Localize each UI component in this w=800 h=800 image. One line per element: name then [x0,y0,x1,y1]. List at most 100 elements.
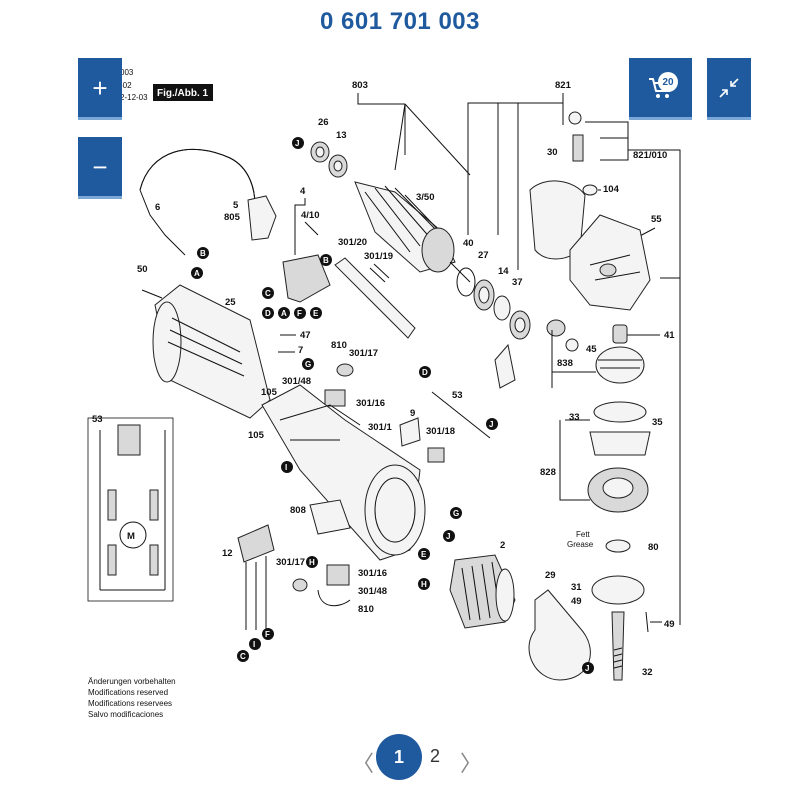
bevel-gear [595,346,645,384]
marker-B2 [320,254,332,266]
marker-J2 [486,418,498,430]
next-page-button[interactable]: 〉 [460,751,483,776]
label-plate-9 [399,417,421,447]
marker-J3 [443,530,455,542]
part-label-55: 55 [651,214,662,225]
part-label-301-19: 301/19 [364,251,393,262]
svg-text:H: H [421,580,427,589]
part-label-821-010: 821/010 [633,150,667,161]
part-label-810a: 810 [331,340,347,351]
svg-text:D: D [265,309,271,318]
minus-icon: − [92,151,108,182]
part-label-31: 31 [571,582,582,593]
part-label-105b: 105 [248,430,265,441]
part-label-41: 41 [664,330,675,341]
part-label-104: 104 [603,184,620,195]
marker-A [191,267,203,279]
spring-clip [494,343,516,389]
stamp-line-1: 003 [120,68,134,77]
part-label-37: 37 [512,277,523,288]
part-label-808: 808 [290,505,306,516]
felt-ring-80 [605,539,631,553]
part-label-12: 12 [222,548,233,559]
part-label-49b: 49 [664,619,675,630]
collapse-icon [719,77,739,98]
part-label-4: 4 [300,186,306,197]
part-label-5: 5 [233,200,239,211]
svg-text:A: A [281,309,287,318]
leader-828 [559,419,590,501]
guard-29 [528,589,591,681]
svg-text:I: I [253,640,255,649]
suppressor-wires [245,556,267,630]
field-coil-2 [449,554,516,629]
rear-housing-25 [152,284,271,419]
part-label-30: 30 [547,147,558,158]
svg-text:D: D [422,368,428,377]
label-808 [309,499,351,535]
part-label-25: 25 [225,297,236,308]
marker-C [262,287,274,299]
note-line-4: Salvo modificaciones [88,710,163,719]
marker-A2 [278,307,290,319]
svg-text:F: F [297,309,302,318]
part-label-828: 828 [540,467,556,478]
part-label-810b: 810 [358,604,374,615]
screw-50 [141,289,163,299]
part-301-17b [292,578,308,592]
marker-F [294,307,306,319]
switch-301-16a [324,389,346,407]
plus-icon: + [92,72,108,103]
marker-G2 [450,507,462,519]
spring-301-19 [369,263,390,283]
zoom-out-button[interactable]: − [78,137,122,199]
part-label-301-48b: 301/48 [358,586,387,597]
part-label-26: 26 [318,117,329,128]
wire-810b [317,589,351,607]
svg-text:E: E [421,550,427,559]
part-label-4-10: 4/10 [301,210,320,221]
part-label-45: 45 [586,344,597,355]
grease-label: Grease [567,540,594,549]
armature [354,181,471,283]
part-label-27: 27 [478,250,489,261]
svg-text:J: J [489,420,493,429]
gear-housing-detail [589,254,641,281]
part-label-803: 803 [352,80,368,91]
part-label-7: 7 [298,345,303,356]
gear-housing [569,214,651,311]
fett-label: Fett [576,530,591,539]
marker-E2 [418,548,430,560]
part-label-301-17b: 301/17 [276,557,305,568]
fig-label-box [153,84,213,101]
page-2-button[interactable]: 2 [430,746,441,766]
leader-803 [357,93,471,176]
wire-53 [431,391,491,439]
motor-symbol: M [127,531,135,542]
part-label-805: 805 [224,212,241,223]
prev-page-button[interactable]: 〈 [352,751,375,776]
marker-C2 [237,650,249,662]
part-label-14: 14 [498,266,509,277]
screw-49 [645,611,649,633]
part-label-301-20: 301/20 [338,237,367,248]
part-label-53a: 53 [452,390,463,401]
leader-821 [467,93,564,270]
part-label-2: 2 [500,540,505,551]
collapse-button[interactable] [707,58,751,120]
exploded-parts-diagram: 003 -02 2-12-03 Fig./Abb. 1 5 805 6 803 … [87,68,681,719]
page-1-button[interactable]: 1 [376,734,422,780]
svg-text:G: G [305,360,311,369]
part-label-33: 33 [569,412,580,423]
marker-H2 [306,556,318,568]
cable-end-wires [139,189,186,256]
switch-301-16b [326,564,350,586]
brush-holder [282,254,331,303]
part-label-29: 29 [545,570,556,581]
switch-301-18 [427,447,445,463]
zoom-in-button[interactable]: + [78,58,122,120]
diagram-viewer[interactable]: 003 -02 2-12-03 Fig./Abb. 1 5 805 6 803 … [80,60,692,732]
wiring-schematic: 53 M [87,414,174,602]
part-label-32: 32 [642,667,653,678]
bearing-45 [565,338,579,352]
